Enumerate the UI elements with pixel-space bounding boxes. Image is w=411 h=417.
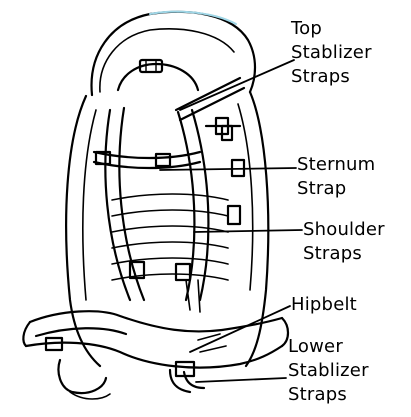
leader-sternum xyxy=(160,168,296,170)
label-hipbelt: Hipbelt xyxy=(291,293,357,317)
label-lower-stabilizer-straps: Lower Stablizer Straps xyxy=(288,335,369,407)
label-line: Top xyxy=(291,17,372,41)
label-line: Stablizer xyxy=(291,41,372,65)
leader-shoulder xyxy=(194,230,302,232)
leader-hipbelt xyxy=(190,306,290,352)
label-shoulder-straps: Shoulder Straps xyxy=(303,218,385,266)
label-sternum-strap: Sternum Strap xyxy=(297,153,375,201)
label-line: Strap xyxy=(297,177,375,201)
label-line: Sternum xyxy=(297,153,375,177)
label-top-stabilizer-straps: Top Stablizer Straps xyxy=(291,17,372,89)
pack-body xyxy=(66,92,268,366)
sternum-strap xyxy=(94,152,200,168)
label-line: Straps xyxy=(288,383,369,407)
label-line: Straps xyxy=(291,65,372,89)
leader-lower-stabilizer xyxy=(196,378,286,382)
label-line: Stablizer xyxy=(288,359,369,383)
label-line: Lower xyxy=(288,335,369,359)
side-buckles xyxy=(222,126,244,224)
label-line: Shoulder xyxy=(303,218,385,242)
label-line: Hipbelt xyxy=(291,293,357,317)
label-line: Straps xyxy=(303,242,385,266)
